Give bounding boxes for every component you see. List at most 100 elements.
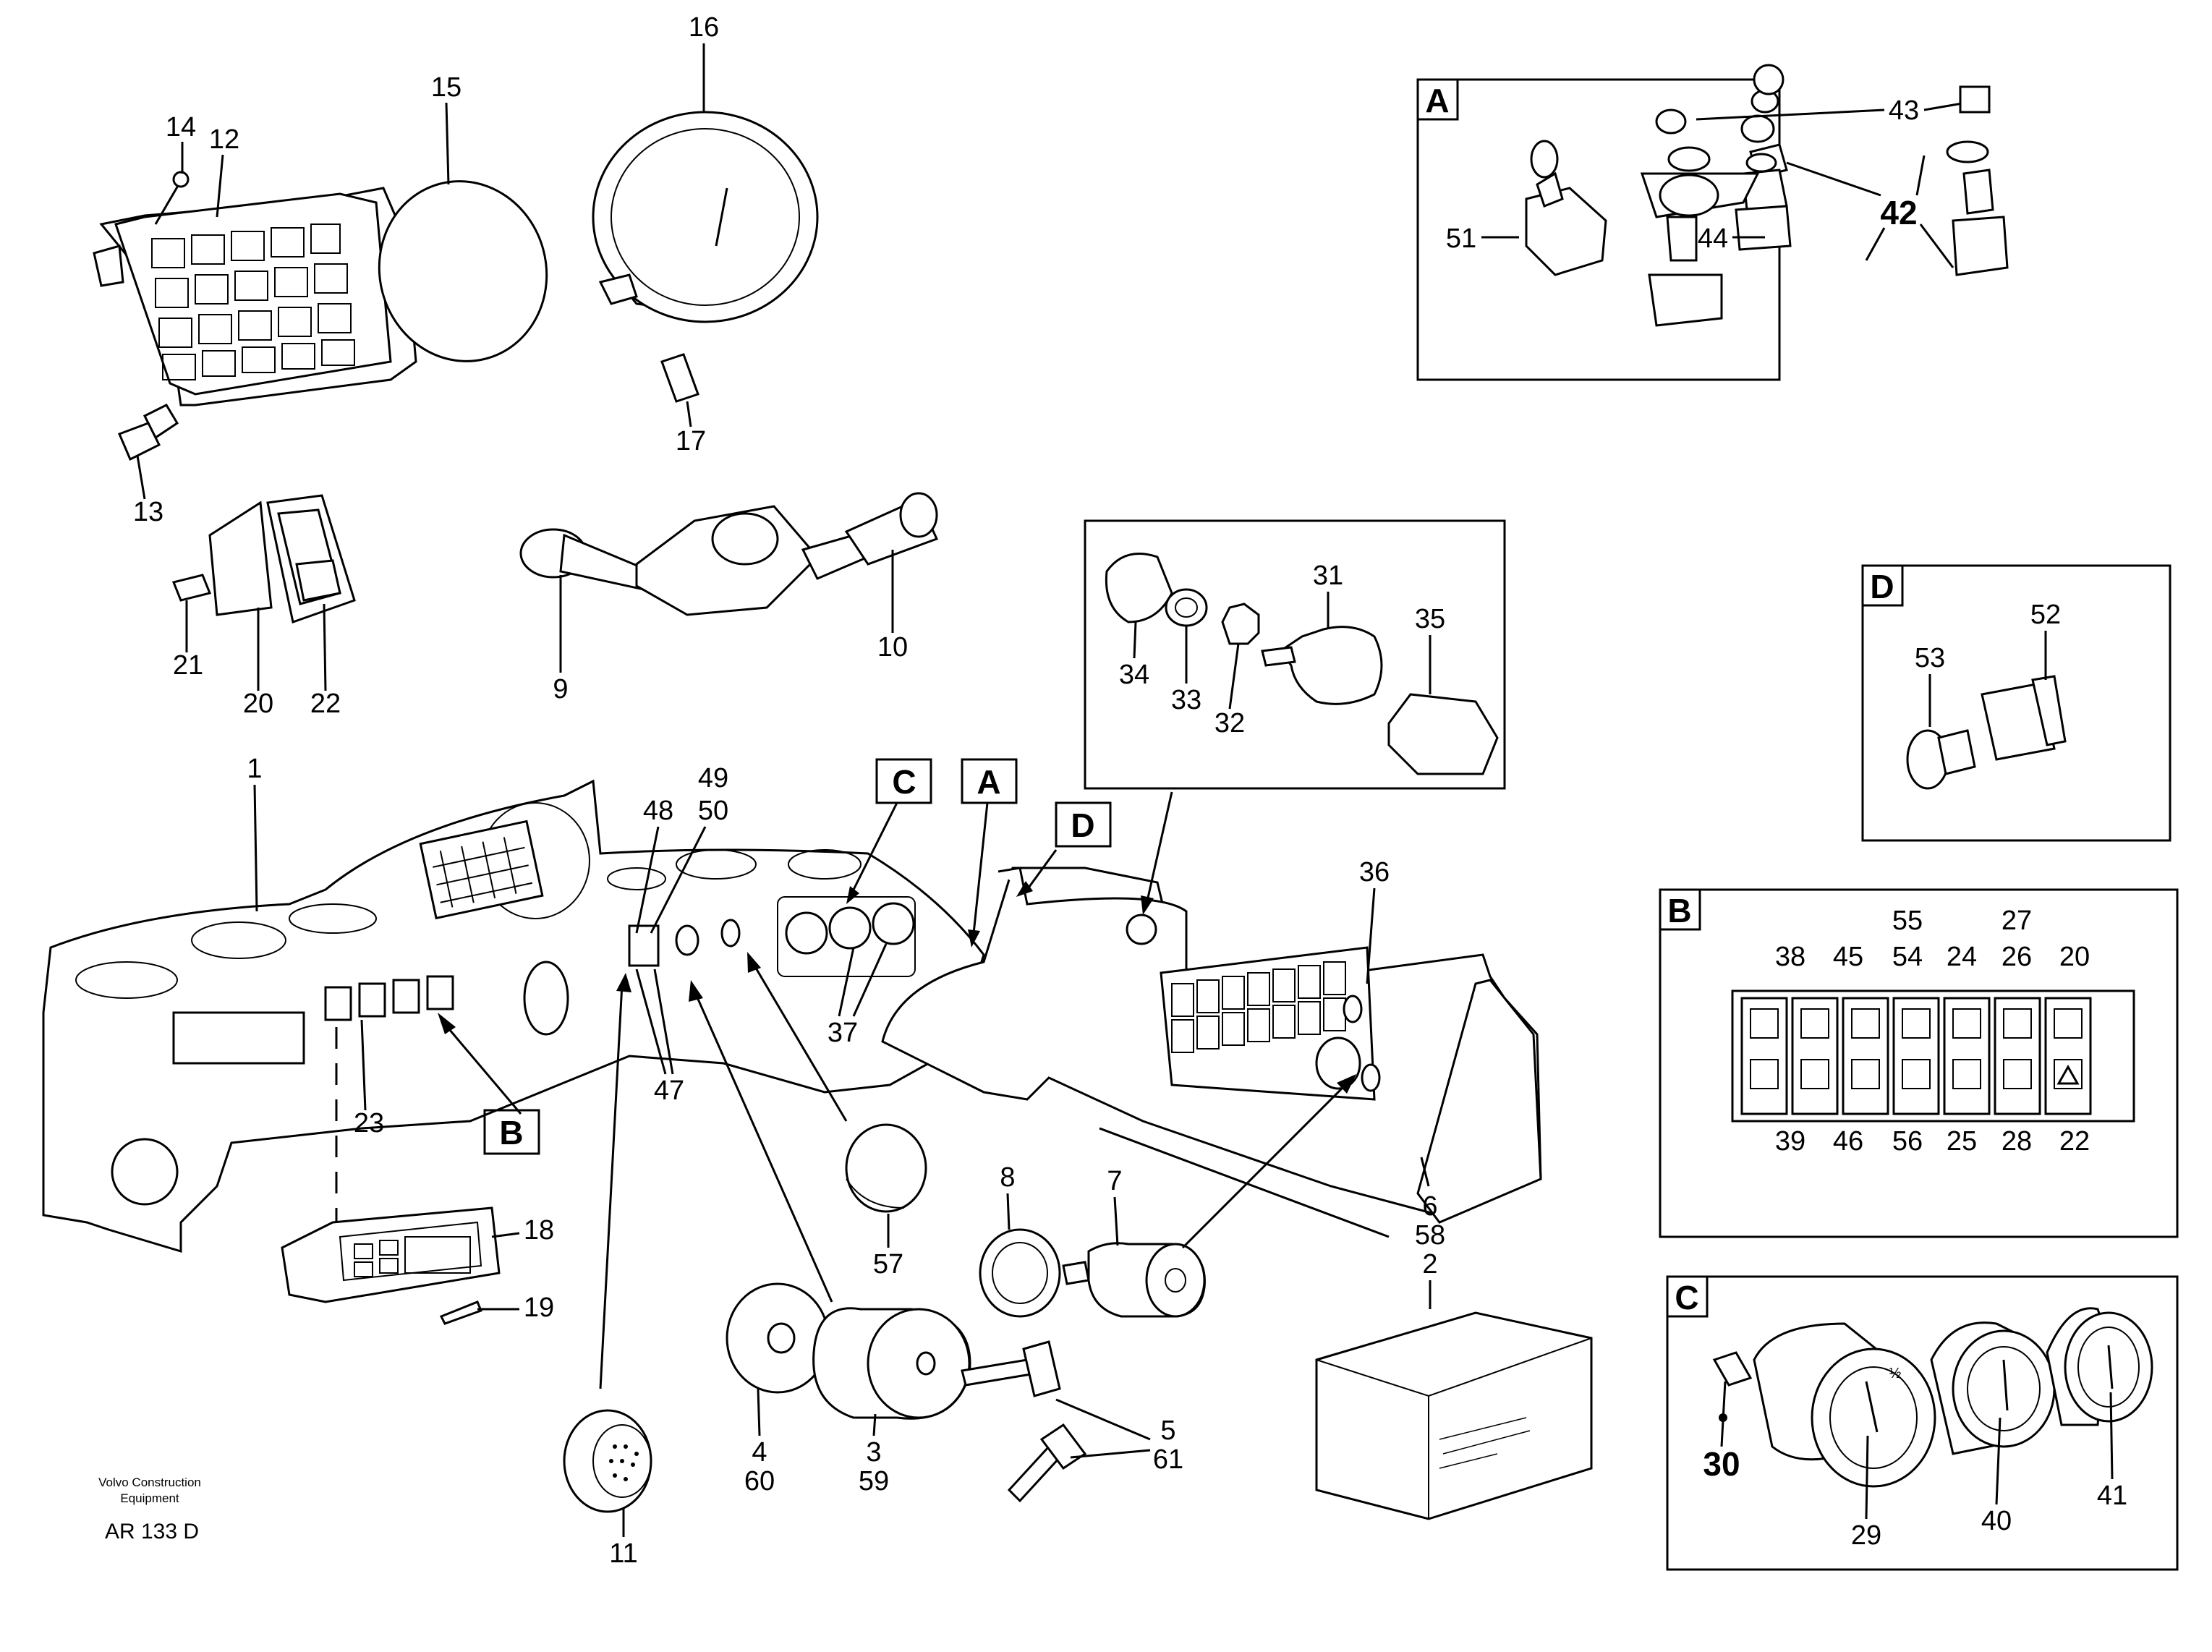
inset-a-label-44: 44	[1698, 223, 1728, 254]
inset-a-title: A	[1425, 82, 1449, 119]
inset-b-label-56: 56	[1892, 1126, 1923, 1157]
inset-d-tag	[1861, 564, 1904, 607]
callout-b: B	[499, 1114, 523, 1151]
label-18: 18	[524, 1215, 554, 1246]
label-10: 10	[877, 632, 908, 663]
inset-c-label-30: 30	[1703, 1445, 1740, 1483]
switch-row	[1731, 989, 2135, 1123]
label-1: 1	[247, 754, 262, 784]
label-32: 32	[1215, 708, 1245, 738]
label-16: 16	[689, 12, 719, 43]
bulb-13	[118, 404, 179, 461]
callout-a: A	[977, 763, 1000, 801]
label-17: 17	[676, 426, 706, 456]
toggle-switch-51	[1525, 140, 1607, 276]
ignition-switch	[726, 1282, 971, 1420]
dashboard-main	[42, 779, 985, 1253]
switch-assembly-right	[1946, 85, 2009, 276]
inset-rotary-switch	[1084, 519, 1506, 790]
screw-14	[154, 171, 190, 225]
switch-assembly-44	[1735, 64, 1792, 251]
callout-box-c	[875, 758, 932, 804]
stalk-switch	[519, 492, 939, 616]
gauge-half-mark: ½	[1889, 1366, 1902, 1381]
inset-c-label-29: 29	[1851, 1520, 1881, 1551]
inset-a-label-42: 42	[1880, 194, 1917, 231]
rocker-switch	[171, 494, 356, 623]
inset-c-label-41: 41	[2097, 1481, 2127, 1511]
switch-52	[1906, 675, 2067, 790]
callout-c: C	[892, 763, 916, 801]
label-57: 57	[873, 1249, 903, 1280]
label-37: 37	[828, 1018, 858, 1048]
label-12: 12	[209, 124, 239, 155]
keys	[961, 1340, 1087, 1503]
rotary-switch-parts	[1105, 553, 1499, 775]
lighter	[979, 1228, 1206, 1318]
inset-b-label-20: 20	[2059, 942, 2090, 972]
controller-18	[281, 1027, 501, 1325]
label-23: 23	[354, 1108, 384, 1138]
label-13: 13	[133, 497, 163, 527]
inset-d-label-52: 52	[2030, 600, 2061, 630]
label-61: 61	[1153, 1444, 1183, 1475]
footer-code: AR 133 D	[105, 1520, 199, 1544]
label-7: 7	[1107, 1166, 1122, 1196]
label-33: 33	[1171, 685, 1201, 715]
label-35: 35	[1415, 604, 1445, 634]
inset-b-label-25: 25	[1947, 1126, 1977, 1157]
label-58: 58	[1415, 1220, 1445, 1251]
label-22: 22	[310, 689, 341, 719]
label-21: 21	[173, 650, 203, 681]
inset-b-label-28: 28	[2002, 1126, 2032, 1157]
label-34: 34	[1119, 660, 1149, 690]
label-59: 59	[859, 1466, 889, 1496]
inset-b-label-39: 39	[1775, 1126, 1805, 1157]
inset-b-frame	[1659, 888, 2179, 1238]
inset-b-tag	[1659, 888, 1701, 931]
inset-c-tag	[1666, 1275, 1709, 1318]
label-6: 6	[1422, 1191, 1437, 1222]
inset-b-label-24: 24	[1947, 942, 1977, 972]
inset-a-label-51: 51	[1446, 223, 1476, 254]
label-3: 3	[866, 1437, 881, 1468]
inset-a-label-43: 43	[1889, 95, 1919, 126]
label-31: 31	[1313, 561, 1343, 591]
parts-box	[1315, 1311, 1593, 1520]
callout-box-a	[961, 758, 1018, 804]
inset-d-frame	[1861, 564, 2171, 842]
inset-d-title: D	[1870, 568, 1894, 605]
switch-assembly-left	[1640, 108, 1760, 327]
footer-line-2: Equipment	[120, 1491, 179, 1505]
buzzer-11	[563, 1409, 652, 1513]
inset-c-label-40: 40	[1981, 1506, 2012, 1536]
label-20: 20	[243, 689, 273, 719]
gauge-lens	[378, 180, 548, 362]
label-60: 60	[744, 1466, 775, 1496]
gauges-c: ½	[1712, 1307, 2153, 1488]
label-8: 8	[1000, 1162, 1015, 1193]
inset-b-label-38: 38	[1775, 942, 1805, 972]
label-50: 50	[698, 796, 728, 826]
side-console	[881, 867, 1542, 1224]
label-47: 47	[654, 1076, 684, 1106]
inset-c-title: C	[1675, 1279, 1698, 1316]
label-4: 4	[752, 1437, 767, 1468]
label-19: 19	[524, 1293, 554, 1323]
inset-d-label-53: 53	[1915, 643, 1945, 673]
inset-b-label-26: 26	[2002, 942, 2032, 972]
label-49: 49	[698, 763, 728, 793]
inset-b-label-46: 46	[1833, 1126, 1863, 1157]
label-5: 5	[1160, 1415, 1175, 1446]
callout-box-b	[483, 1109, 540, 1155]
label-14: 14	[166, 112, 196, 142]
label-36: 36	[1359, 857, 1390, 887]
footer-line-1: Volvo Construction	[98, 1476, 201, 1489]
gauge-main	[592, 111, 819, 323]
label-11: 11	[609, 1538, 637, 1569]
inset-b-label-22: 22	[2059, 1126, 2090, 1157]
blanking-plug	[845, 1123, 927, 1213]
callout-box-d	[1055, 801, 1112, 848]
label-9: 9	[553, 674, 568, 704]
